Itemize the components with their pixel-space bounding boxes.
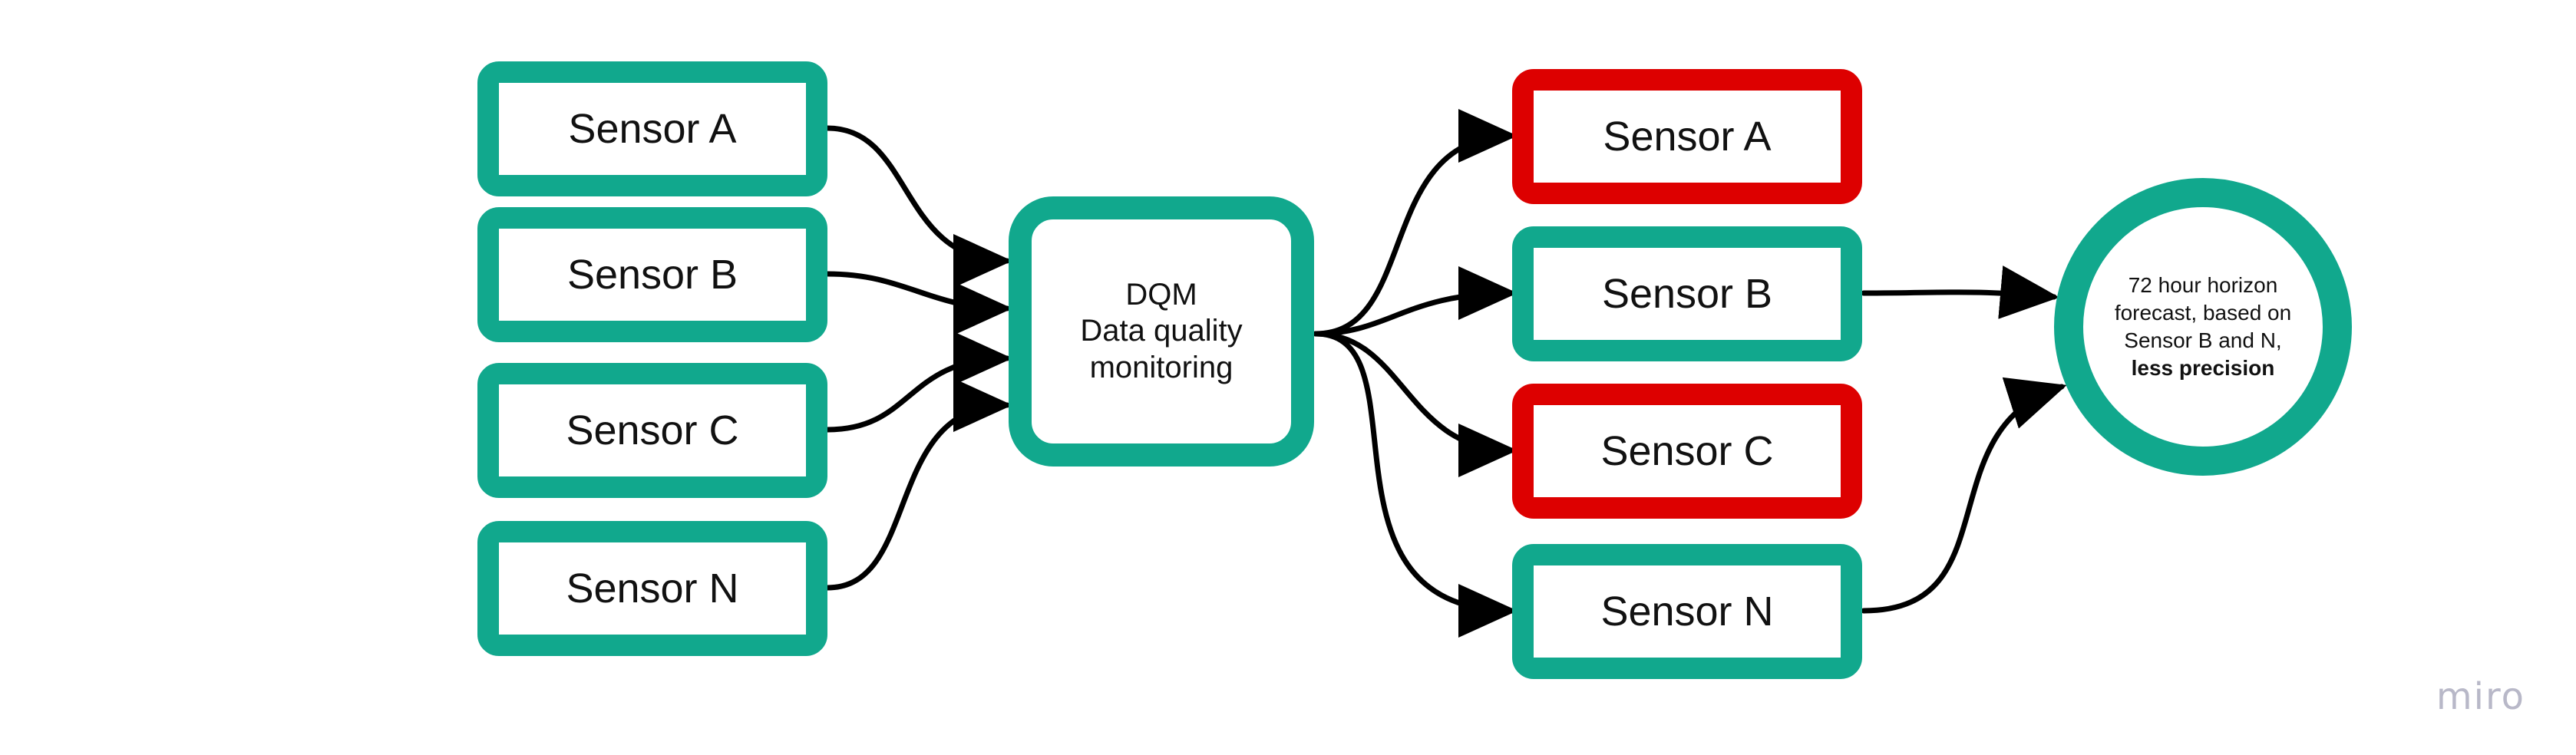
input-sensor-a-label: Sensor A bbox=[568, 105, 737, 152]
output-sensor-c[interactable]: Sensor C bbox=[1512, 384, 1862, 519]
connector-sensor-n-to-dqm bbox=[824, 378, 1012, 591]
input-sensor-a[interactable]: Sensor A bbox=[477, 61, 827, 196]
output-sensor-n[interactable]: Sensor N bbox=[1512, 544, 1862, 679]
forecast-line-4: less precision bbox=[2131, 355, 2275, 380]
connector-dqm-to-sensor-c bbox=[1313, 331, 1518, 477]
dqm-subtitle-line-2: monitoring bbox=[1089, 350, 1234, 384]
connector-sensor-b-to-dqm bbox=[824, 271, 1012, 335]
forecast-line-1: 72 hour horizon bbox=[2128, 273, 2278, 298]
input-sensor-n[interactable]: Sensor N bbox=[477, 521, 827, 656]
connector-dqm-to-sensor-n bbox=[1313, 331, 1518, 638]
output-sensor-b-label: Sensor B bbox=[1601, 270, 1773, 317]
output-sensor-a-label: Sensor A bbox=[1603, 113, 1772, 160]
connector-sensor-n-to-forecast bbox=[1861, 377, 2067, 614]
input-sensor-b-label: Sensor B bbox=[566, 251, 738, 298]
connector-sensor-b-to-forecast bbox=[1861, 265, 2059, 319]
miro-watermark: miro bbox=[2436, 675, 2525, 718]
input-sensor-c-label: Sensor C bbox=[566, 407, 739, 453]
forecast-node[interactable]: 72 hour horizon forecast, based on Senso… bbox=[2054, 178, 2352, 476]
connector-dqm-to-sensor-b bbox=[1313, 266, 1518, 337]
dqm-node[interactable]: DQM Data quality monitoring bbox=[1009, 196, 1314, 467]
input-sensor-c[interactable]: Sensor C bbox=[477, 363, 827, 498]
dqm-subtitle-line-1: Data quality bbox=[1080, 314, 1243, 348]
output-sensor-c-label: Sensor C bbox=[1600, 427, 1774, 474]
output-sensor-b[interactable]: Sensor B bbox=[1512, 226, 1862, 361]
connector-sensor-c-to-dqm bbox=[824, 331, 1012, 433]
input-sensor-b[interactable]: Sensor B bbox=[477, 207, 827, 342]
input-sensor-n-label: Sensor N bbox=[566, 565, 739, 612]
output-sensor-a[interactable]: Sensor A bbox=[1512, 69, 1862, 204]
forecast-line-2: forecast, based on bbox=[2114, 301, 2292, 325]
connector-sensor-a-to-dqm bbox=[824, 125, 1012, 288]
connector-dqm-to-sensor-a bbox=[1313, 109, 1518, 337]
forecast-line-3: Sensor B and N, bbox=[2124, 328, 2282, 352]
dqm-title: DQM bbox=[1125, 278, 1197, 312]
output-sensor-n-label: Sensor N bbox=[1600, 588, 1774, 635]
